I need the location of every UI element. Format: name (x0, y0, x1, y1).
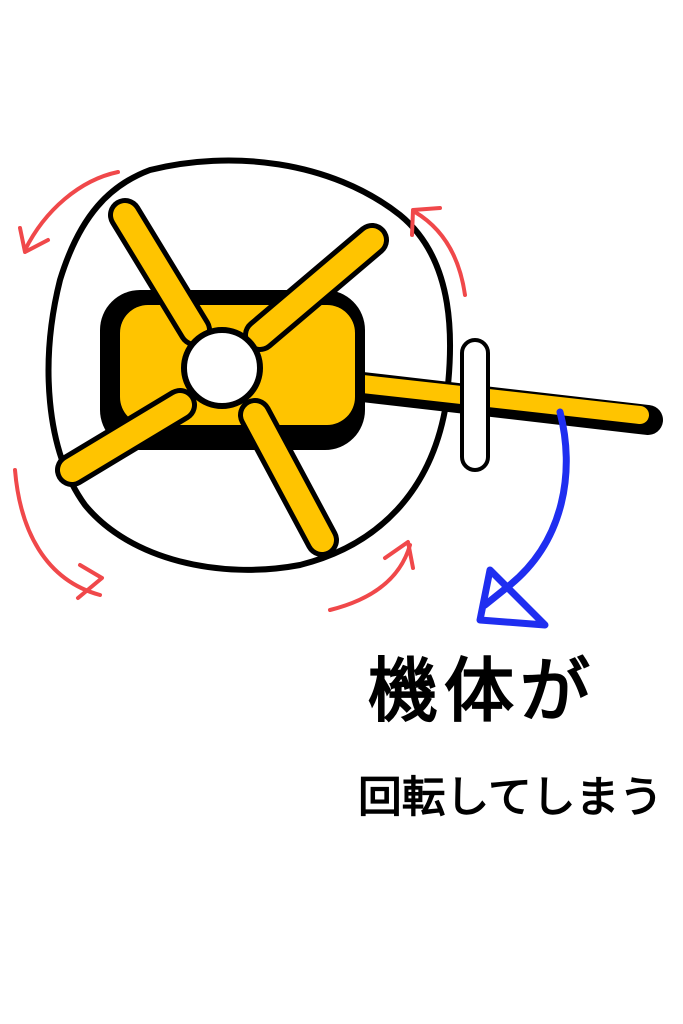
rotation-arrow-top-right-icon (410, 206, 467, 297)
main-rotor-blades (55, 198, 389, 557)
rotation-arrows (13, 170, 467, 612)
tail-rotor (460, 338, 490, 472)
rotor-disc-outline (45, 157, 454, 573)
rotation-arrow-bottom-left-icon (13, 468, 104, 600)
tail-boom (330, 370, 663, 435)
caption-line-1: 機体が (368, 650, 596, 732)
rotation-arrow-bottom-right-icon (328, 540, 415, 612)
rotor-hub (181, 327, 263, 409)
rotation-arrow-top-left-icon (18, 170, 120, 254)
torque-arrow-icon (476, 408, 570, 629)
caption-line-2: 回転してしまう (358, 773, 663, 823)
